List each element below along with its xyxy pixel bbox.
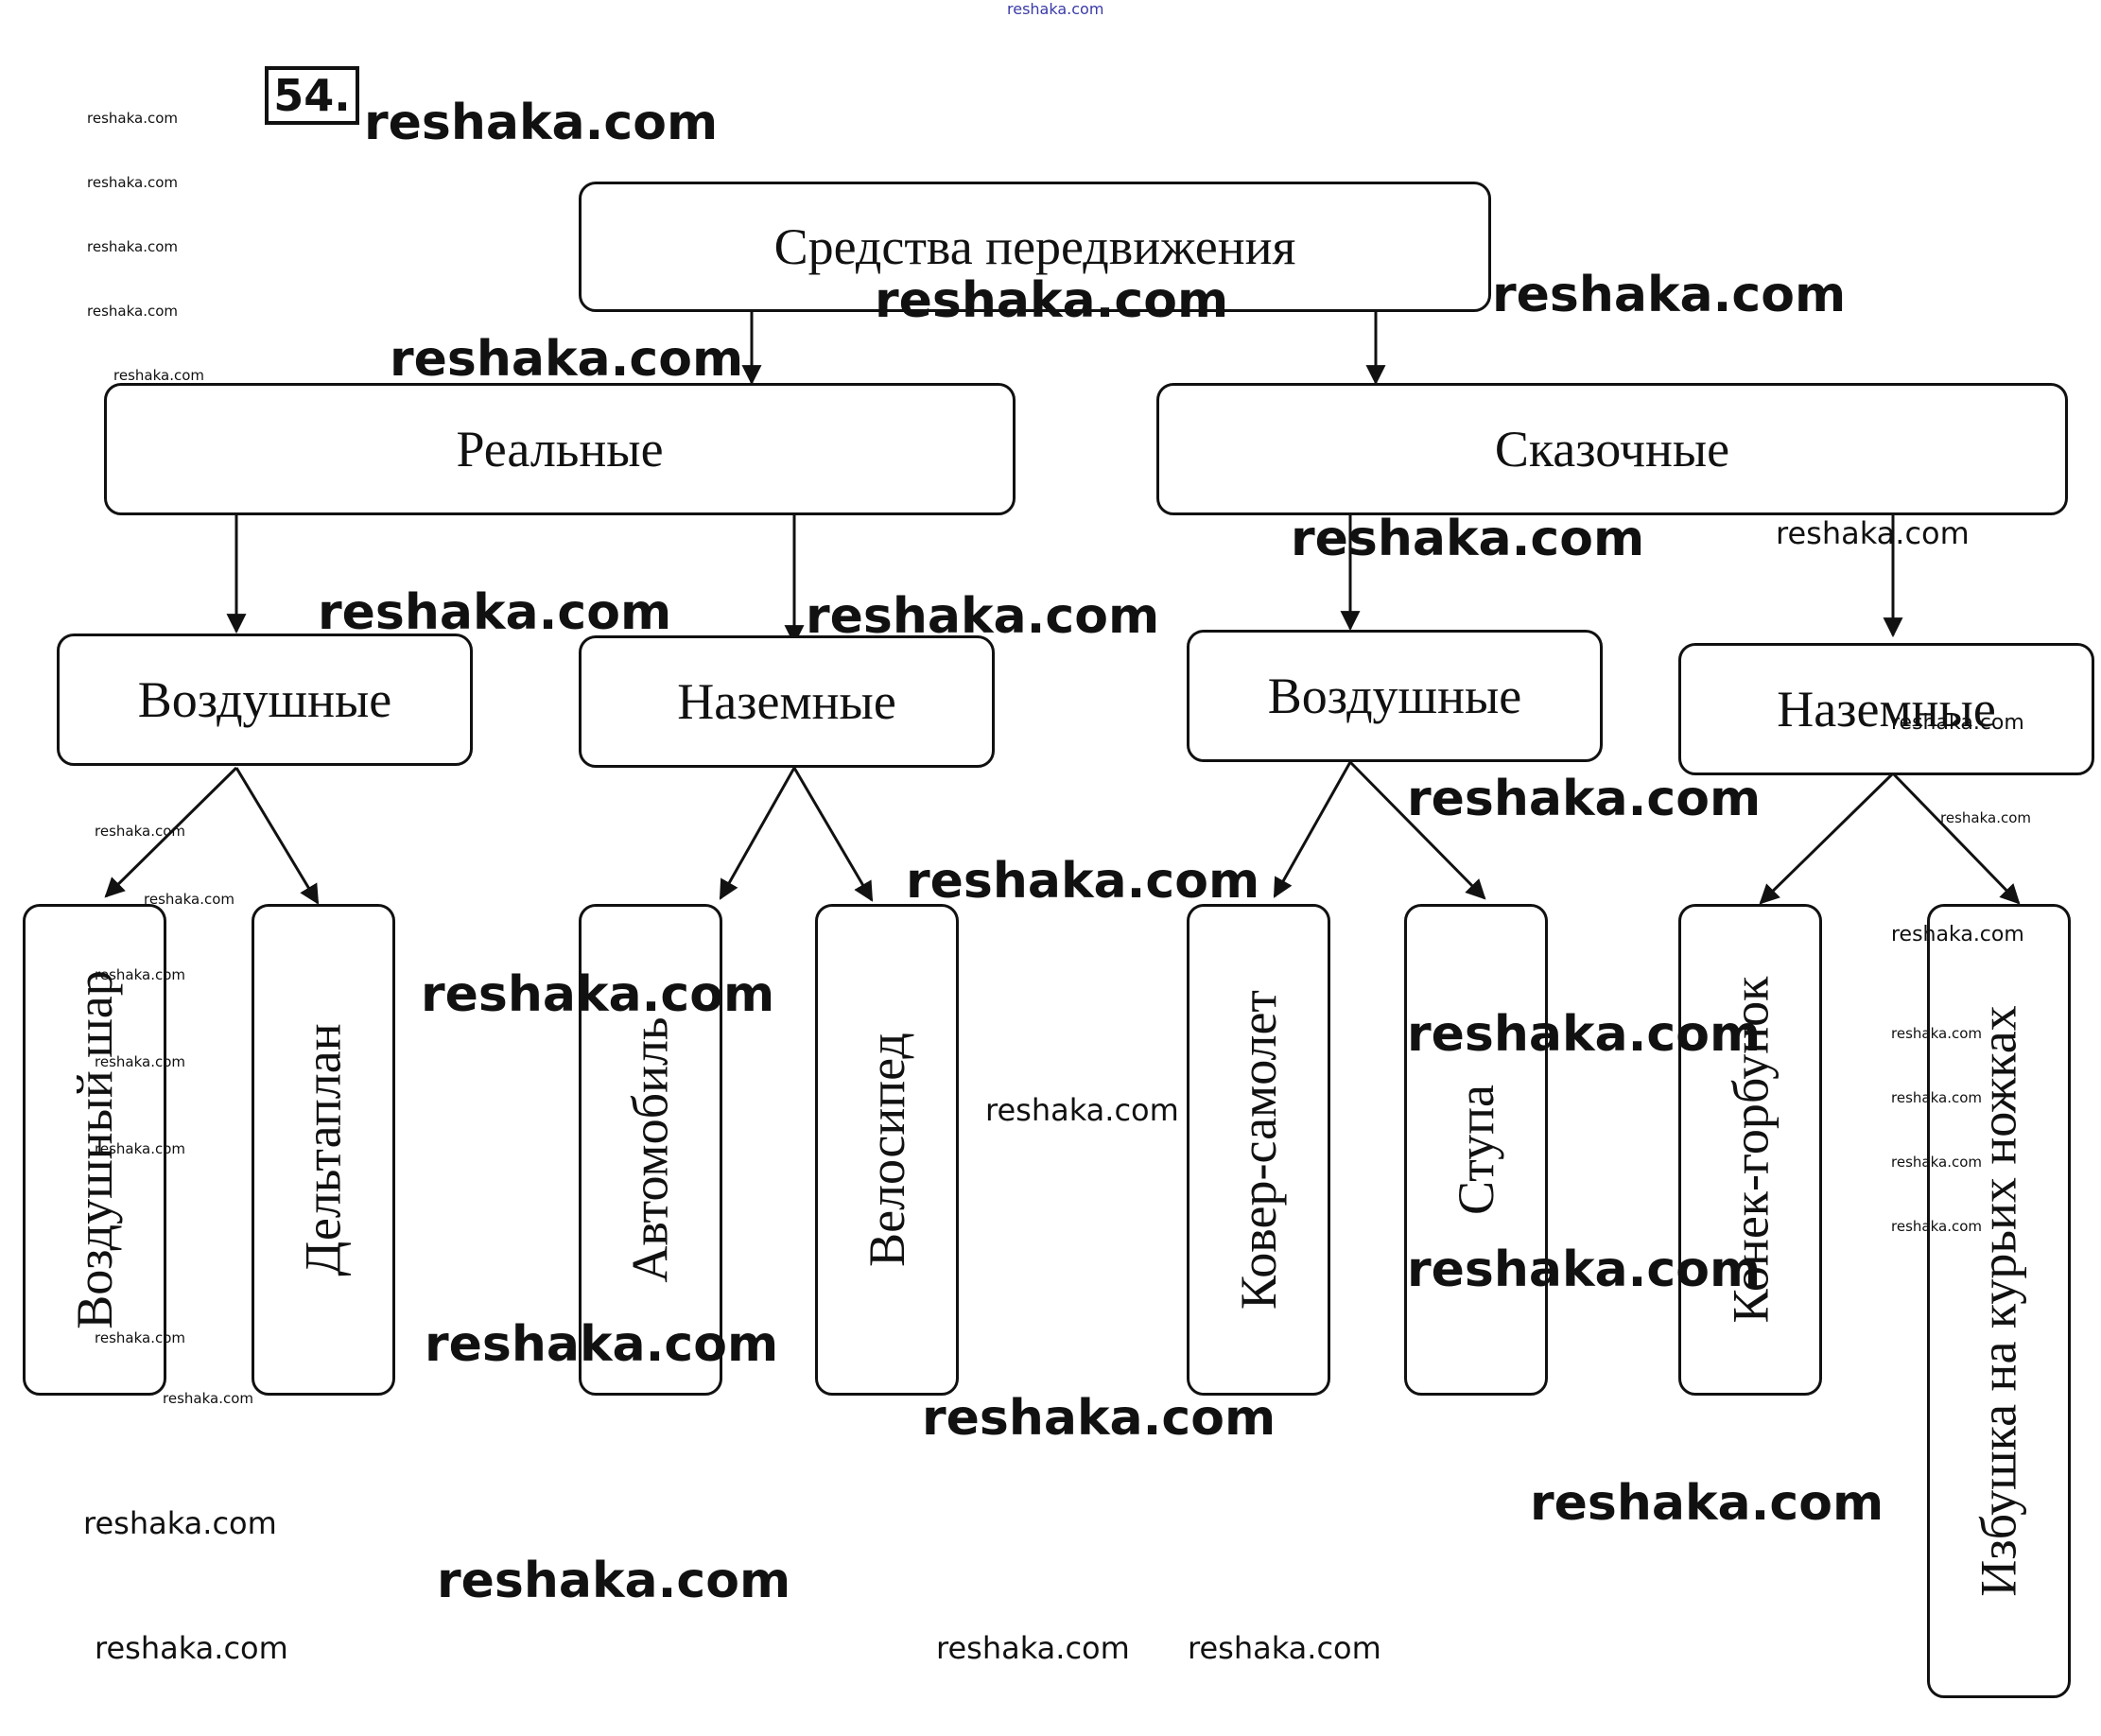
watermark: reshaka.com bbox=[1492, 267, 1847, 323]
arrow-fairy-air-carpet bbox=[1273, 761, 1352, 898]
arrow-real-ground-car bbox=[719, 767, 796, 900]
watermark: reshaka.com bbox=[1530, 1475, 1884, 1532]
watermark: reshaka.com bbox=[421, 966, 775, 1023]
arrow-fairy-ground-hut bbox=[1891, 772, 2021, 905]
watermark: reshaka.com bbox=[95, 823, 185, 840]
watermark: reshaka.com bbox=[1891, 1218, 1982, 1235]
watermark: reshaka.com bbox=[806, 588, 1160, 645]
watermark: reshaka.com bbox=[1188, 1630, 1381, 1666]
watermark: reshaka.com bbox=[875, 272, 1229, 329]
watermark: reshaka.com bbox=[95, 1053, 185, 1070]
node-real-air-label: Воздушные bbox=[137, 671, 392, 728]
leaf-mortar-label: Ступа bbox=[1448, 1084, 1504, 1216]
watermark: reshaka.com bbox=[390, 331, 744, 388]
watermark: reshaka.com bbox=[87, 174, 178, 191]
node-real-air: Воздушные bbox=[57, 634, 473, 766]
node-real-label: Реальные bbox=[456, 421, 664, 477]
leaf-flying-carpet-label: Ковер-самолет bbox=[1230, 989, 1287, 1311]
watermark: reshaka.com bbox=[83, 1505, 277, 1541]
watermark: reshaka.com bbox=[144, 891, 234, 908]
arrow-fairy-ground-horse bbox=[1759, 772, 1895, 905]
watermark: reshaka.com bbox=[1407, 1006, 1762, 1063]
node-root: Средства передвижения bbox=[579, 182, 1491, 312]
arrow-real-air-glider bbox=[234, 767, 320, 905]
watermark: reshaka.com bbox=[87, 238, 178, 255]
node-fairy-label: Сказочные bbox=[1494, 421, 1730, 477]
node-real-ground: Наземные bbox=[579, 635, 995, 768]
leaf-mortar: Ступа bbox=[1404, 904, 1548, 1396]
node-fairy-air-label: Воздушные bbox=[1267, 668, 1522, 724]
watermark: reshaka.com bbox=[985, 1092, 1179, 1128]
watermark: reshaka.com bbox=[95, 966, 185, 983]
node-fairy-air: Воздушные bbox=[1187, 630, 1603, 762]
node-real-ground-label: Наземные bbox=[677, 673, 896, 730]
leaf-hang-glider: Дельтаплан bbox=[252, 904, 395, 1396]
watermark: reshaka.com bbox=[318, 584, 672, 641]
watermark: reshaka.com bbox=[936, 1630, 1130, 1666]
leaf-bicycle-label: Велосипед bbox=[859, 1033, 915, 1267]
arrow-fairy-air-mortar bbox=[1348, 760, 1486, 900]
watermark: reshaka.com bbox=[95, 1630, 288, 1666]
watermark: reshaka.com bbox=[1891, 1089, 1982, 1106]
watermark: reshaka.com bbox=[906, 853, 1260, 910]
node-fairy-ground-label: Наземные bbox=[1777, 681, 1996, 738]
watermark: reshaka.com bbox=[1891, 1154, 1982, 1171]
watermark: reshaka.com bbox=[95, 1329, 185, 1346]
watermark: reshaka.com bbox=[1940, 809, 2031, 826]
watermark: reshaka.com bbox=[113, 367, 204, 384]
watermark: reshaka.com bbox=[163, 1390, 253, 1407]
watermark: reshaka.com bbox=[1407, 1241, 1762, 1298]
task-number: 54. bbox=[273, 70, 351, 121]
leaf-hang-glider-label: Дельтаплан bbox=[295, 1023, 352, 1276]
leaf-hut: Избушка на курьих ножках bbox=[1927, 904, 2071, 1698]
watermark: reshaka.com bbox=[1891, 1025, 1982, 1042]
leaf-bicycle: Велосипед bbox=[815, 904, 959, 1396]
leaf-flying-carpet: Ковер-самолет bbox=[1187, 904, 1330, 1396]
watermark: reshaka.com bbox=[1291, 511, 1645, 567]
watermark: reshaka.com bbox=[1776, 515, 1970, 551]
watermark: reshaka.com bbox=[1891, 923, 2024, 946]
node-root-label: Средства передвижения bbox=[773, 218, 1296, 275]
watermark: reshaka.com bbox=[364, 95, 719, 151]
leaf-car: Автомобиль bbox=[579, 904, 722, 1396]
watermark: reshaka.com bbox=[1007, 0, 1104, 18]
watermark: reshaka.com bbox=[87, 110, 178, 127]
node-real: Реальные bbox=[104, 383, 1016, 515]
leaf-humpbacked-horse: Конек-горбунок bbox=[1678, 904, 1822, 1396]
task-number-badge: 54. bbox=[265, 66, 359, 125]
arrow-real-ground-bike bbox=[792, 767, 874, 902]
watermark: reshaka.com bbox=[922, 1390, 1276, 1447]
node-fairy-ground: Наземные bbox=[1678, 643, 2094, 775]
leaf-balloon: Воздушный шар bbox=[23, 904, 166, 1396]
watermark: reshaka.com bbox=[95, 1140, 185, 1157]
watermark: reshaka.com bbox=[1891, 711, 2024, 735]
watermark: reshaka.com bbox=[87, 303, 178, 320]
watermark: reshaka.com bbox=[437, 1553, 791, 1609]
watermark: reshaka.com bbox=[1407, 771, 1762, 827]
watermark: reshaka.com bbox=[425, 1316, 779, 1373]
arrow-real-air-balloon bbox=[104, 766, 238, 898]
leaf-car-label: Автомобиль bbox=[622, 1016, 680, 1283]
node-fairy: Сказочные bbox=[1156, 383, 2068, 515]
